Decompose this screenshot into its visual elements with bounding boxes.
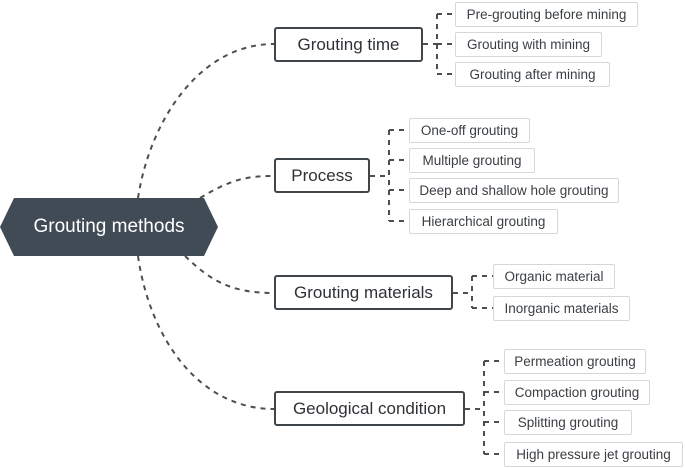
root-node[interactable]: Grouting methods — [0, 198, 218, 256]
leaf-grouting-with-mining[interactable]: Grouting with mining — [455, 32, 602, 57]
leaf-inorganic-materials[interactable]: Inorganic materials — [493, 296, 630, 321]
leaf-one-off-grouting[interactable]: One-off grouting — [409, 118, 530, 143]
branch-grouting-time[interactable]: Grouting time — [274, 27, 423, 62]
root-link-geological-condition — [137, 255, 275, 410]
leaf-splitting-grouting[interactable]: Splitting grouting — [504, 410, 632, 435]
root-link-grouting-time — [137, 43, 275, 199]
branch-process[interactable]: Process — [274, 158, 370, 193]
branch-grouting-materials[interactable]: Grouting materials — [274, 275, 453, 310]
leaf-grouting-after-mining[interactable]: Grouting after mining — [455, 62, 610, 87]
leaf-high-pressure-jet-grouting[interactable]: High pressure jet grouting — [504, 442, 683, 467]
root-link-process — [199, 175, 275, 199]
leaf-compaction-grouting[interactable]: Compaction grouting — [504, 380, 650, 405]
leaf-pre-grouting-before-mining[interactable]: Pre-grouting before mining — [455, 2, 638, 27]
leaf-deep-and-shallow-hole-grouting[interactable]: Deep and shallow hole grouting — [409, 178, 619, 203]
leaf-hierarchical-grouting[interactable]: Hierarchical grouting — [409, 209, 558, 234]
leaf-permeation-grouting[interactable]: Permeation grouting — [504, 349, 646, 374]
leaf-multiple-grouting[interactable]: Multiple grouting — [409, 148, 535, 173]
leaf-organic-material[interactable]: Organic material — [493, 264, 615, 289]
branch-geological-condition[interactable]: Geological condition — [274, 391, 465, 426]
root-link-grouting-materials — [184, 255, 275, 294]
